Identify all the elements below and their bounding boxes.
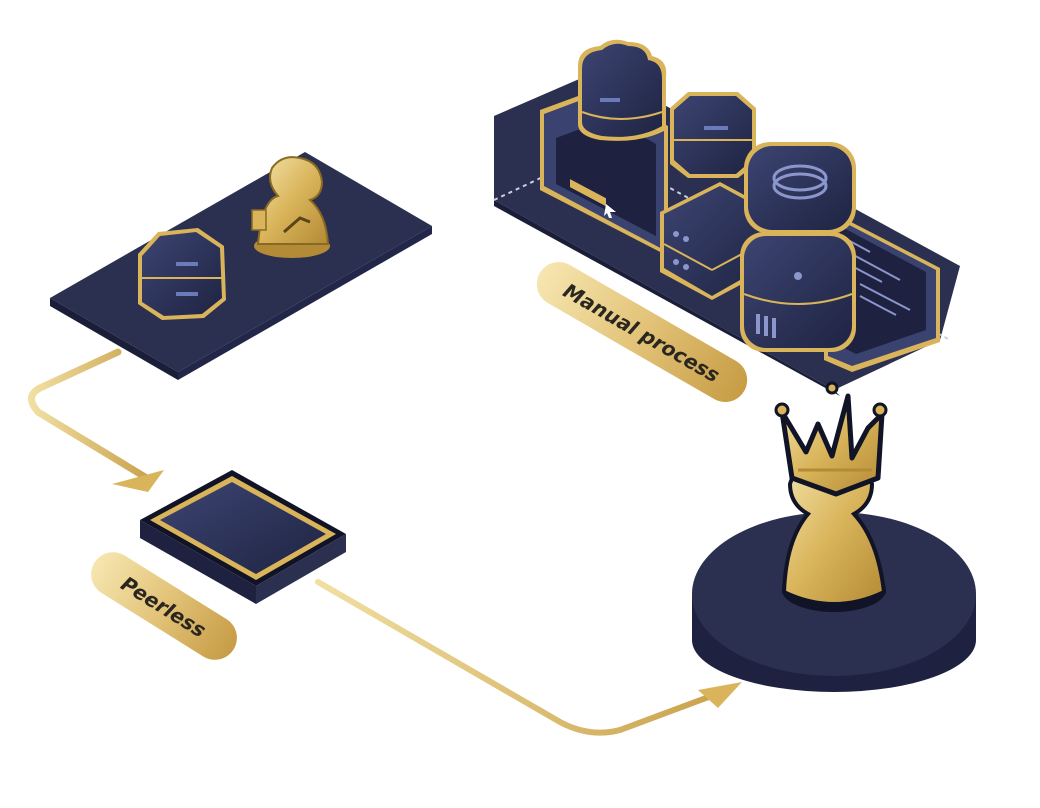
crown-icon — [774, 381, 888, 497]
server-icon — [138, 228, 226, 320]
flow-connector-left — [28, 348, 164, 492]
manual-process-cluster — [493, 39, 960, 396]
flow-connector-bottom — [315, 579, 742, 736]
cursor-icon — [604, 204, 616, 218]
database-icon — [744, 142, 856, 234]
cloud-icon — [578, 39, 667, 141]
start-platform — [50, 152, 432, 380]
pawn-icon — [251, 156, 330, 258]
server-icon — [740, 232, 856, 352]
king-icon — [774, 381, 888, 612]
arrow-icon — [698, 682, 742, 708]
arrow-icon — [112, 470, 164, 492]
peerless-tile — [140, 470, 346, 604]
database-icon — [670, 92, 756, 178]
